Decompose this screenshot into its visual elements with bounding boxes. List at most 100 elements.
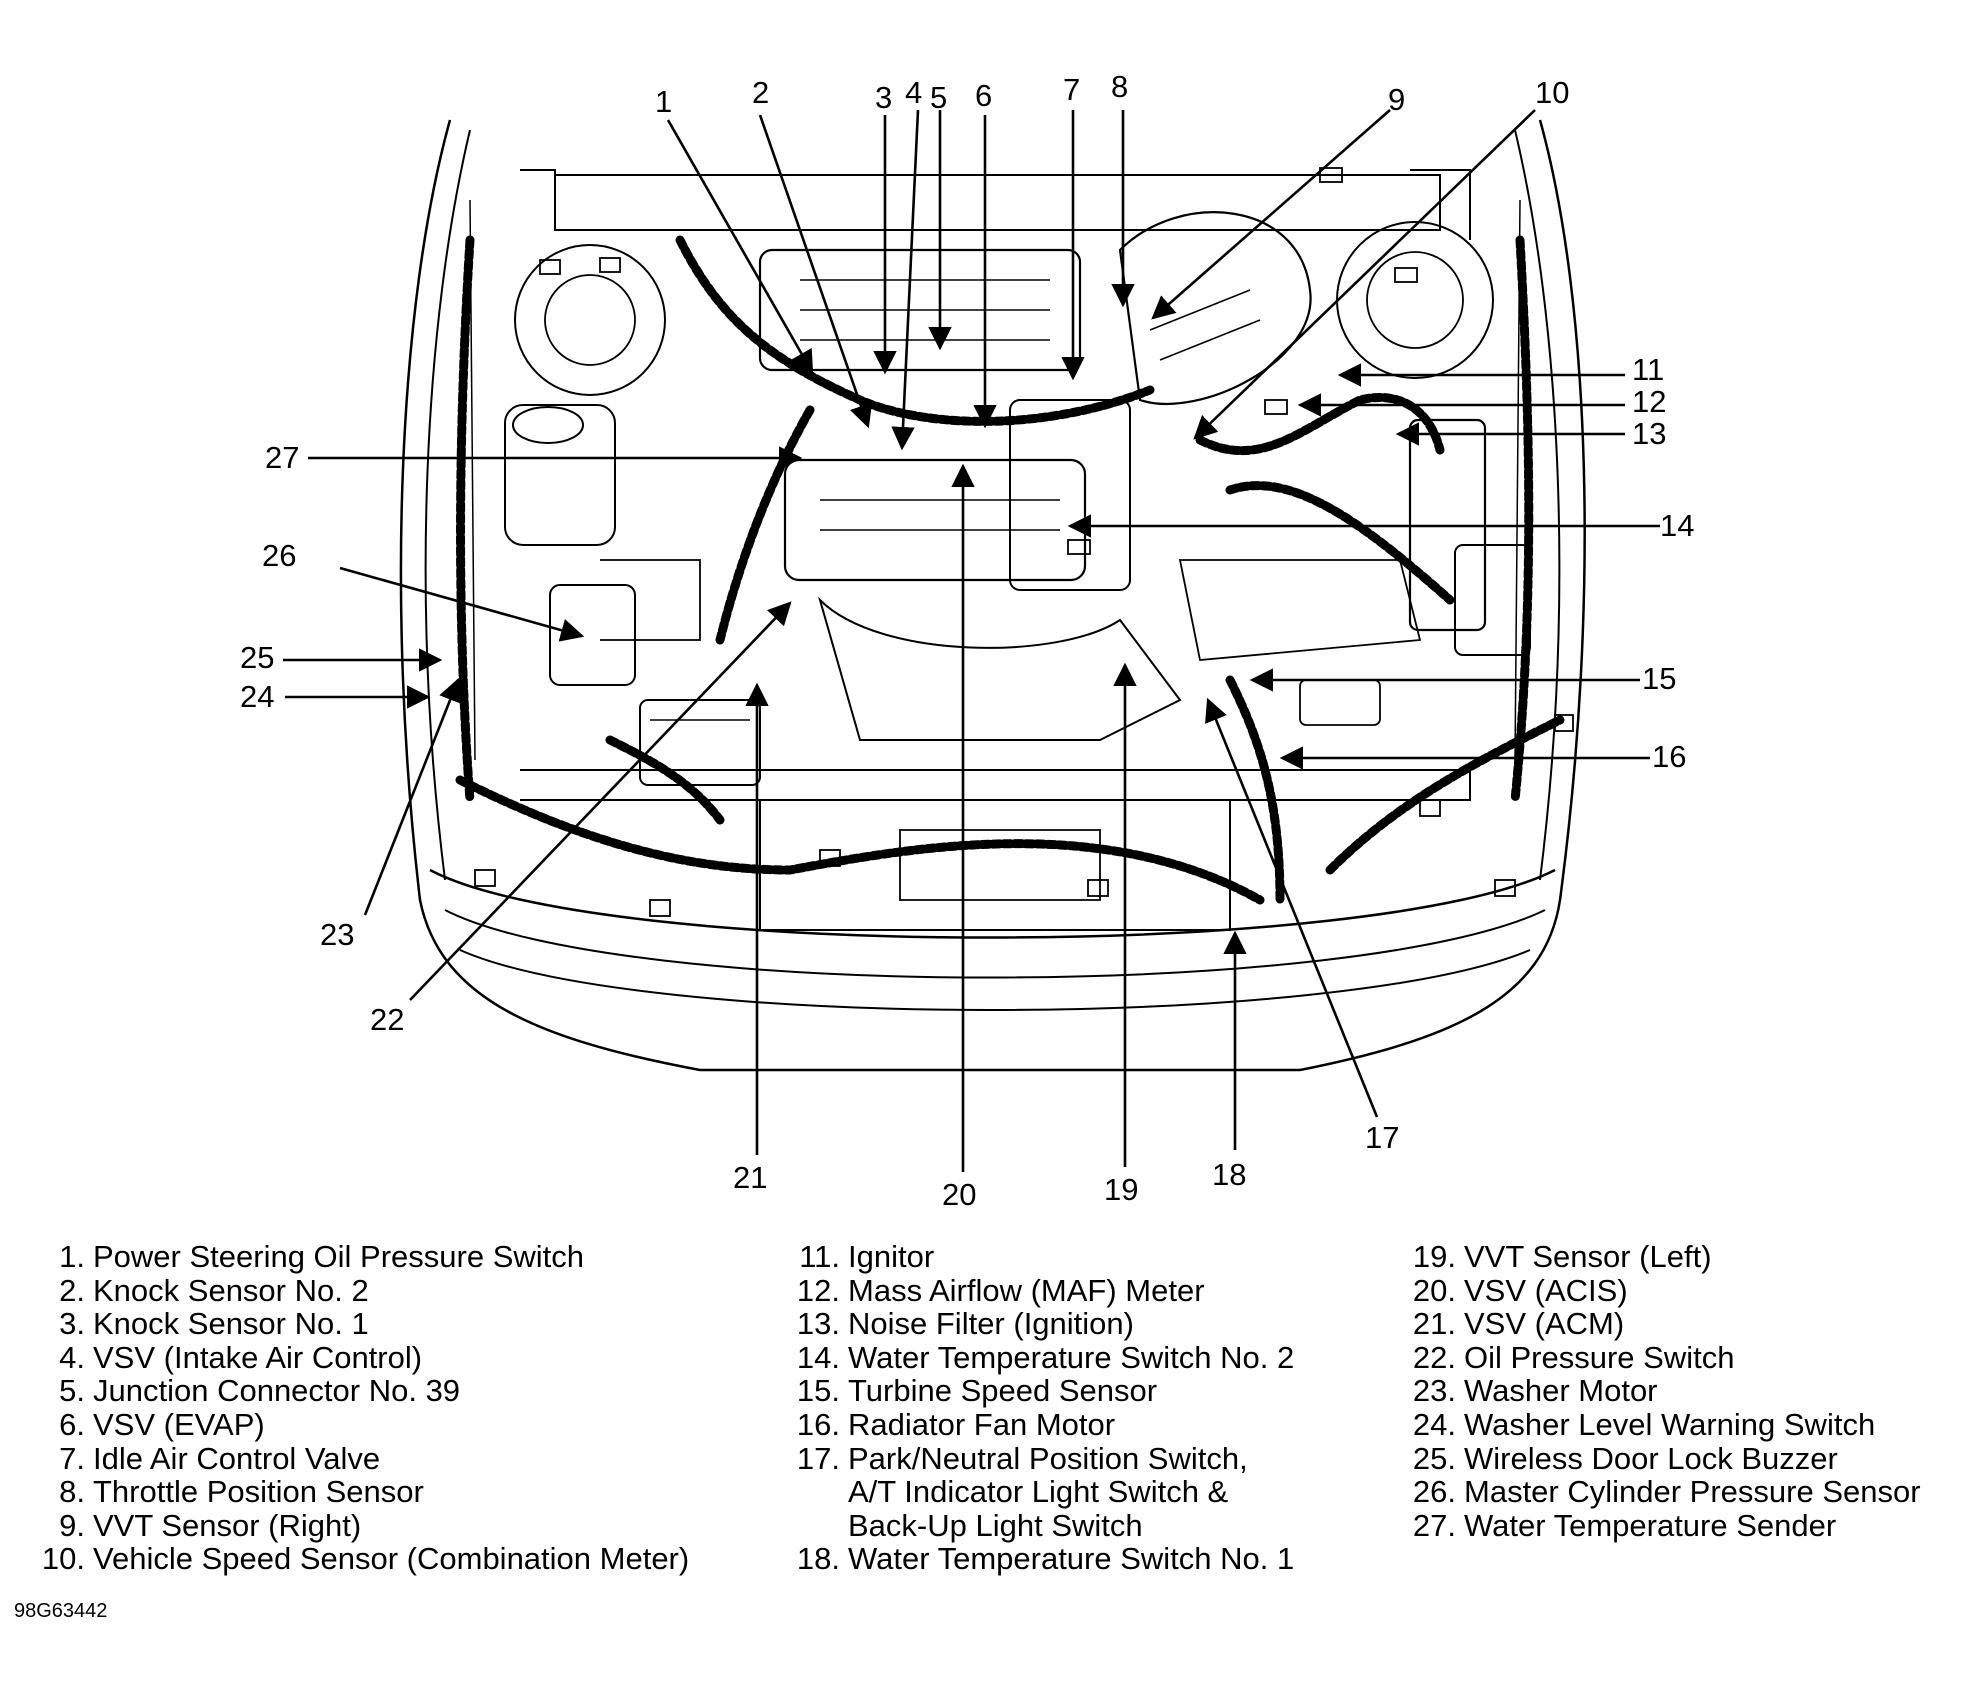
legend-column-3: 19.VVT Sensor (Left) 20.VSV (ACIS) 21.VS… — [1400, 1240, 1921, 1542]
legend-item-number: 22. — [1412, 1339, 1456, 1375]
legend-item-label: Radiator Fan Motor — [848, 1406, 1116, 1442]
legend-item-number: 9. — [59, 1507, 85, 1543]
legend-item: 6.VSV (EVAP) — [40, 1408, 689, 1442]
legend-item-number — [790, 1475, 840, 1509]
legend-item-label: Vehicle Speed Sensor (Combination Meter) — [93, 1541, 690, 1577]
legend-item: 3.Knock Sensor No. 1 — [40, 1307, 689, 1341]
legend-item-label: Turbine Speed Sensor — [848, 1373, 1158, 1409]
legend-item-label: Power Steering Oil Pressure Switch — [93, 1239, 585, 1274]
legend-item-number: 2. — [59, 1272, 85, 1308]
legend-item-label: VSV (ACM) — [1464, 1306, 1625, 1342]
legend-item-number: 5. — [59, 1373, 85, 1409]
legend-item-label: Water Temperature Sender — [1464, 1507, 1837, 1543]
callout-2: 2 — [752, 75, 769, 110]
callout-20: 20 — [942, 1177, 976, 1212]
legend-item-label: Junction Connector No. 39 — [93, 1373, 461, 1409]
legend-item: 19.VVT Sensor (Left) — [1400, 1240, 1921, 1274]
legend-item-number: 21. — [1412, 1306, 1456, 1342]
legend-list-3: 19.VVT Sensor (Left) 20.VSV (ACIS) 21.VS… — [1400, 1240, 1921, 1542]
callout-13: 13 — [1632, 416, 1666, 451]
legend-item-label: Throttle Position Sensor — [93, 1474, 424, 1510]
legend-item-number: 12. — [796, 1272, 840, 1308]
callout-5: 5 — [930, 80, 947, 115]
legend-item: 1.Power Steering Oil Pressure Switch — [40, 1240, 689, 1274]
callout-27: 27 — [265, 440, 299, 475]
legend-item-label: VSV (Intake Air Control) — [93, 1339, 423, 1375]
legend-item-number: 23. — [1412, 1373, 1456, 1409]
legend-item: 17.Park/Neutral Position Switch, — [790, 1440, 1294, 1476]
legend-item-label: Ignitor — [848, 1239, 935, 1274]
callout-23: 23 — [320, 917, 354, 952]
legend-item: 9.VVT Sensor (Right) — [40, 1509, 689, 1543]
callout-10: 10 — [1535, 75, 1569, 110]
legend-item-number: 3. — [59, 1306, 85, 1342]
callout-18: 18 — [1212, 1157, 1246, 1192]
legend-item-label: Oil Pressure Switch — [1464, 1339, 1735, 1375]
legend-item: 18.Water Temperature Switch No. 1 — [790, 1542, 1294, 1576]
legend-item-number: 15. — [796, 1373, 840, 1409]
legend-item-label: Mass Airflow (MAF) Meter — [848, 1272, 1205, 1308]
callout-4: 4 — [905, 75, 922, 110]
legend-item-label: VSV (EVAP) — [93, 1406, 265, 1442]
callout-17: 17 — [1365, 1120, 1399, 1155]
legend-item: 15.Turbine Speed Sensor — [790, 1374, 1294, 1408]
legend-item: 27.Water Temperature Sender — [1400, 1509, 1921, 1543]
legend-item-label: Knock Sensor No. 1 — [93, 1306, 369, 1342]
legend-item: 21.VSV (ACM) — [1400, 1307, 1921, 1341]
leader-2 — [758, 114, 873, 429]
callout-7: 7 — [1063, 72, 1080, 107]
legend-item: 2.Knock Sensor No. 2 — [40, 1272, 689, 1308]
legend-item-label: Washer Motor — [1464, 1373, 1658, 1409]
legend-item-number: 11. — [799, 1239, 840, 1274]
legend-item-label: Park/Neutral Position Switch, — [848, 1440, 1248, 1476]
legend-item-number: 19. — [1412, 1239, 1456, 1274]
leader-10 — [1193, 109, 1536, 440]
legend-item-number: 7. — [59, 1440, 85, 1476]
legend-item-label: Master Cylinder Pressure Sensor — [1464, 1474, 1921, 1510]
legend-column-1: 1.Power Steering Oil Pressure Switch 2.K… — [40, 1240, 689, 1576]
legend-item-number: 6. — [59, 1406, 85, 1442]
legend-item: 25.Wireless Door Lock Buzzer — [1400, 1440, 1921, 1476]
legend-item-number: 24. — [1412, 1406, 1456, 1442]
legend-item: 20.VSV (ACIS) — [1400, 1272, 1921, 1308]
legend-item-number — [790, 1509, 840, 1543]
callout-24: 24 — [240, 679, 274, 714]
legend-item: 10.Vehicle Speed Sensor (Combination Met… — [40, 1542, 689, 1576]
callout-26: 26 — [262, 538, 296, 573]
legend-item-number: 1. — [59, 1239, 85, 1274]
callout-6: 6 — [975, 78, 992, 113]
callout-25: 25 — [240, 640, 274, 675]
legend-item: 22.Oil Pressure Switch — [1400, 1341, 1921, 1375]
legend-item-continuation: A/T Indicator Light Switch & — [790, 1475, 1294, 1509]
legend-item-number: 18. — [796, 1541, 840, 1577]
legend-item: 8.Throttle Position Sensor — [40, 1475, 689, 1509]
legend-item-number: 8. — [59, 1474, 85, 1510]
legend-list-1: 1.Power Steering Oil Pressure Switch 2.K… — [40, 1240, 689, 1576]
legend-item-label: Noise Filter (Ignition) — [848, 1306, 1134, 1342]
legend-item-label: Water Temperature Switch No. 1 — [848, 1541, 1295, 1577]
callout-11: 11 — [1632, 352, 1664, 387]
callout-14: 14 — [1660, 508, 1694, 543]
legend-item: 23.Washer Motor — [1400, 1374, 1921, 1408]
legend-item: 24.Washer Level Warning Switch — [1400, 1408, 1921, 1442]
legend-item: 13.Noise Filter (Ignition) — [790, 1307, 1294, 1341]
legend-item: 26.Master Cylinder Pressure Sensor — [1400, 1475, 1921, 1509]
callout-19: 19 — [1104, 1172, 1138, 1207]
legend-item-number: 16. — [796, 1406, 840, 1442]
callout-21: 21 — [733, 1160, 767, 1195]
legend-item-number: 25. — [1412, 1440, 1456, 1476]
legend-item-label: Back-Up Light Switch — [848, 1507, 1143, 1543]
leader-4 — [891, 109, 920, 451]
legend-item: 14.Water Temperature Switch No. 2 — [790, 1341, 1294, 1375]
callout-3: 3 — [875, 80, 892, 115]
leader-1 — [666, 119, 814, 375]
legend-item-number: 20. — [1412, 1272, 1456, 1308]
legend-item-number: 14. — [796, 1339, 840, 1375]
legend-item-label: Water Temperature Switch No. 2 — [848, 1339, 1295, 1375]
legend-item-number: 13. — [796, 1306, 840, 1342]
leader-26 — [339, 566, 585, 642]
legend-item-number: 27. — [1412, 1507, 1456, 1543]
leader-9 — [1151, 109, 1391, 320]
legend-item: 5.Junction Connector No. 39 — [40, 1374, 689, 1408]
legend-item-label: Knock Sensor No. 2 — [93, 1272, 369, 1308]
